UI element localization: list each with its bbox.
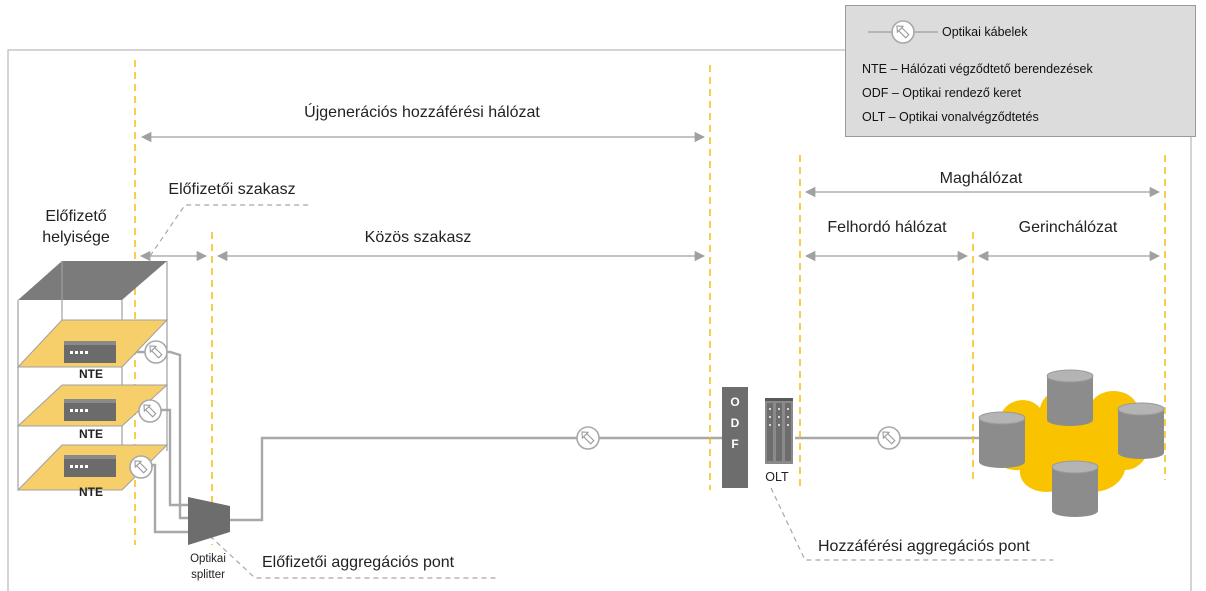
subscriber-building: NTE NTE NTE (16, 261, 169, 499)
subscriber-premises-label-line2: helyisége (42, 229, 110, 246)
olt-icon (765, 398, 793, 464)
access-aggregation-point-label: Hozzáférési aggregációs pont (818, 538, 1030, 555)
cable-icon (144, 340, 168, 364)
backhaul-label: Felhordó hálózat (827, 219, 947, 236)
nte-device-2 (64, 399, 116, 421)
cable-icon (138, 399, 162, 423)
nte-label-1: NTE (79, 485, 103, 499)
svg-text:O: O (730, 395, 739, 409)
callout-leaders (149, 204, 1053, 579)
svg-text:F: F (731, 437, 738, 451)
section-dividers (134, 60, 1166, 545)
core-network-label: Maghálózat (940, 170, 1023, 187)
feeder-cable (230, 436, 722, 522)
legend-odf: ODF – Optikai rendező keret (862, 86, 1022, 100)
nte-label-2: NTE (79, 427, 103, 441)
nte-device-1 (64, 455, 116, 477)
legend: Optikai kábelek NTE – Hálózati végződtet… (845, 5, 1196, 137)
optical-splitter-icon (188, 497, 230, 545)
svg-text:D: D (731, 416, 740, 430)
nte-device-3 (64, 341, 116, 363)
splitter-label-line2: splitter (191, 569, 225, 581)
splitter-label-line1: Optikai (190, 553, 226, 565)
drop-cables (118, 350, 188, 534)
cable-icon (877, 426, 901, 450)
olt-label: OLT (765, 470, 789, 484)
subscriber-section-label: Előfizetői szakasz (168, 181, 295, 198)
legend-nte: NTE – Hálózati végződtető berendezések (862, 62, 1093, 76)
section-arrows (139, 131, 1161, 262)
legend-olt: OLT – Optikai vonalvégződtetés (862, 110, 1039, 124)
backbone-label: Gerinchálózat (1019, 219, 1118, 236)
cable-legend-icon (868, 20, 938, 44)
subscriber-aggregation-point-label: Előfizetői aggregációs pont (262, 554, 455, 571)
odf-frame-icon: O D F (722, 387, 748, 488)
outer-frame (7, 49, 845, 591)
core-network-cloud (978, 369, 1165, 518)
subscriber-premises-label-line1: Előfizető (45, 208, 106, 225)
cable-icon (576, 426, 600, 450)
common-section-label: Közös szakasz (365, 229, 472, 246)
legend-optical-cables: Optikai kábelek (942, 25, 1028, 39)
nte-label-3: NTE (79, 367, 103, 381)
cable-icon (129, 455, 153, 479)
next-gen-access-label: Újgenerációs hozzáférési hálózat (304, 102, 540, 121)
